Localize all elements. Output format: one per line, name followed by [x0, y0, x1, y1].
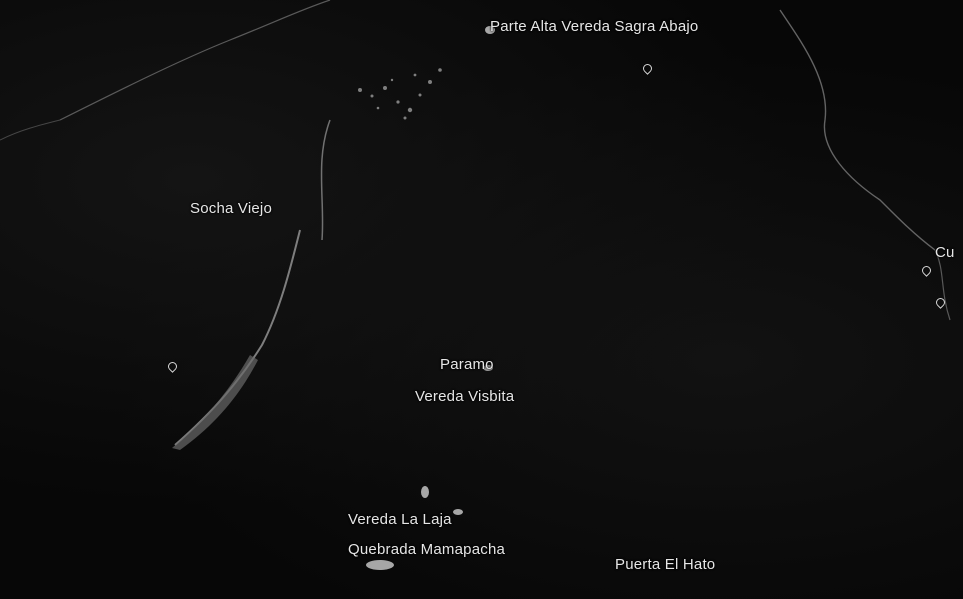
place-label-parte-alta-vereda-sagra-abajo[interactable]: Parte Alta Vereda Sagra Abajo	[490, 18, 699, 35]
river	[934, 249, 951, 321]
place-label-quebrada-mamapacha[interactable]: Quebrada Mamapacha	[348, 541, 506, 558]
river-valley	[172, 355, 258, 450]
place-label-socha-viejo[interactable]: Socha Viejo	[190, 200, 272, 217]
settlement-marks	[366, 26, 495, 570]
river	[59, 0, 331, 121]
place-label-paramo[interactable]: Paramo	[440, 356, 494, 373]
urban-area	[358, 68, 442, 120]
river	[0, 119, 61, 141]
place-label-vereda-visbita[interactable]: Vereda Visbita	[415, 388, 515, 405]
river	[174, 229, 301, 446]
river	[779, 9, 936, 251]
place-label-cu[interactable]: Cu	[935, 244, 955, 261]
river	[320, 119, 331, 241]
place-label-puerta-el-hato[interactable]: Puerta El Hato	[615, 556, 716, 573]
place-label-vereda-la-laja[interactable]: Vereda La Laja	[348, 511, 452, 528]
